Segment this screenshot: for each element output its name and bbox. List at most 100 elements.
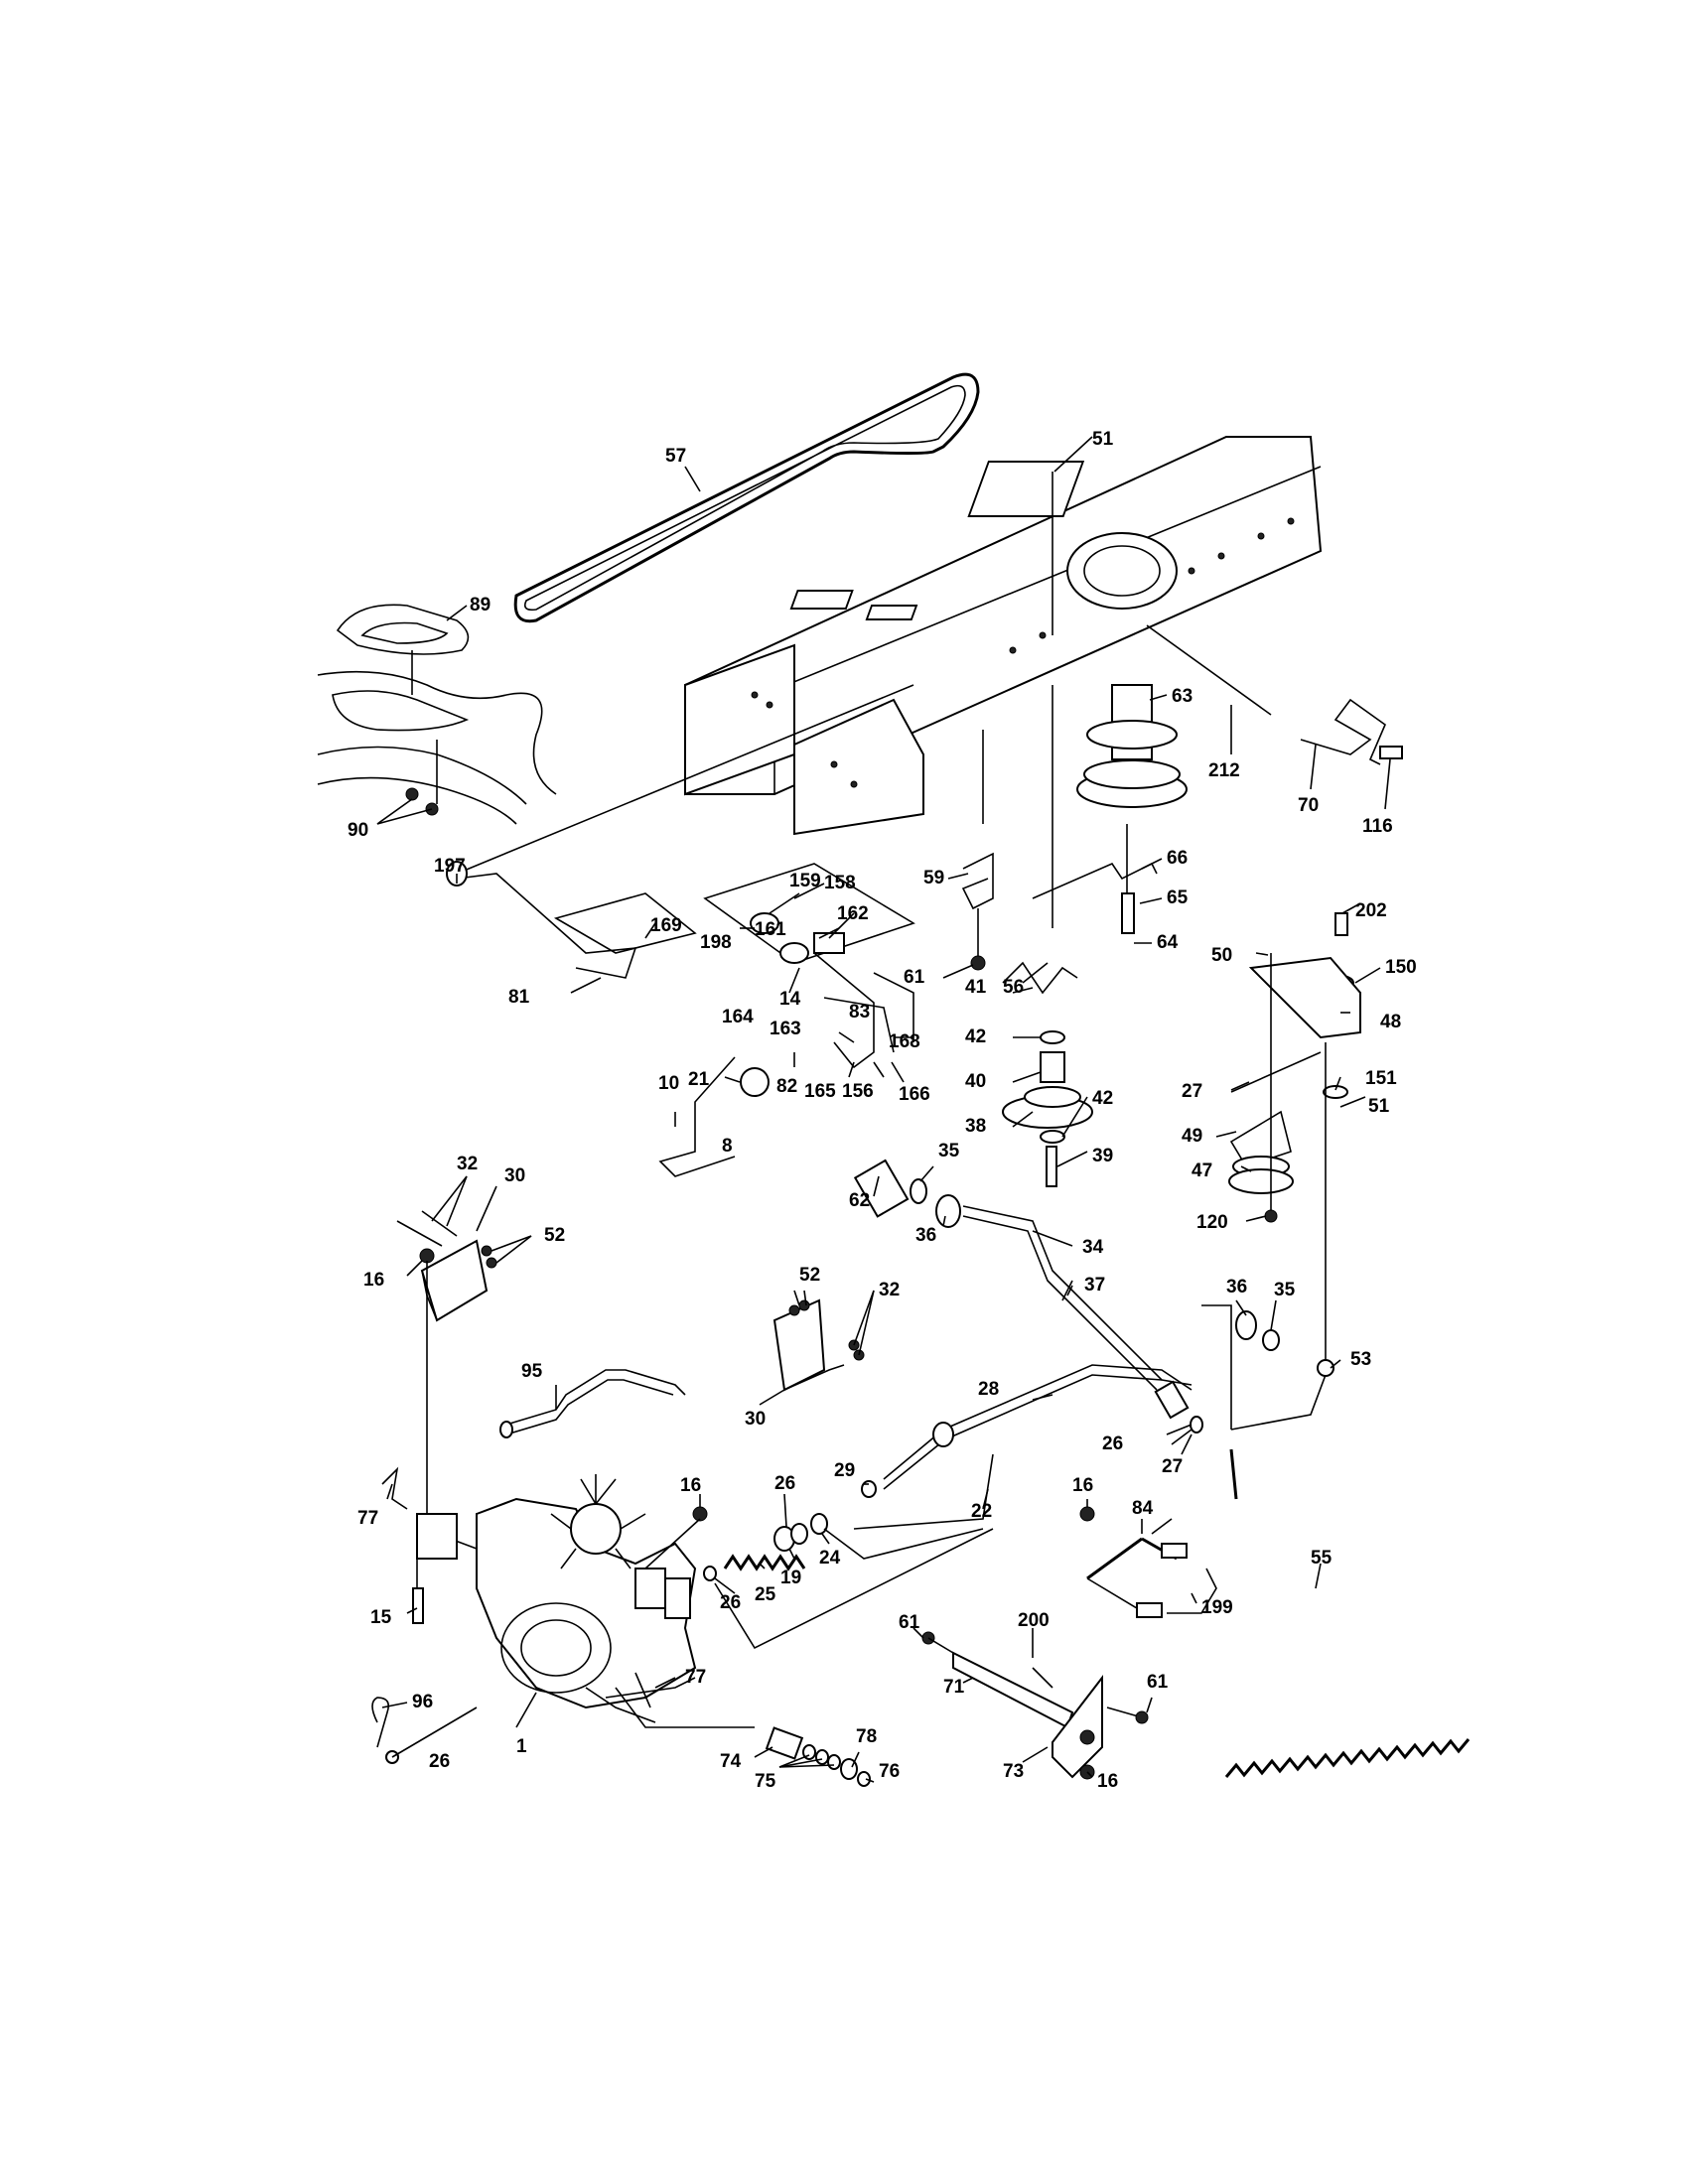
callout-34: 34: [1082, 1237, 1104, 1258]
callout-90: 90: [348, 820, 368, 841]
callout-66: 66: [1167, 848, 1188, 869]
callout-75: 75: [755, 1771, 776, 1792]
callout-32-right: 32: [879, 1280, 900, 1300]
rod-53: [1230, 1374, 1327, 1431]
callout-116: 116: [1362, 816, 1393, 837]
drive-belt: [513, 372, 980, 623]
callout-36-right: 36: [1226, 1277, 1247, 1297]
bracket-30-right: [772, 1298, 865, 1392]
bracket-30-left: [396, 1210, 497, 1519]
callout-120: 120: [1196, 1212, 1228, 1233]
callout-50: 50: [1211, 945, 1232, 966]
callout-89: 89: [470, 595, 491, 615]
fan: [550, 1474, 646, 1570]
rod-28: [883, 1364, 1193, 1480]
callout-65: 65: [1167, 887, 1189, 908]
callout-197: 197: [434, 856, 466, 877]
callout-42-top: 42: [965, 1026, 986, 1047]
callout-16-left: 16: [363, 1270, 384, 1291]
linkage-assembly: [703, 863, 915, 1069]
knob-21: [740, 1067, 770, 1097]
callout-164: 164: [722, 1007, 754, 1027]
callout-27-top: 27: [1182, 1081, 1202, 1102]
engine-pulley: [1076, 684, 1188, 934]
callout-21: 21: [688, 1069, 710, 1090]
callout-25: 25: [755, 1584, 776, 1605]
callout-159: 159: [789, 871, 821, 891]
callout-1: 1: [516, 1736, 527, 1757]
callout-26-spring: 26: [720, 1592, 741, 1613]
callout-30-left: 30: [504, 1165, 525, 1186]
callout-71: 71: [943, 1677, 965, 1698]
callout-59: 59: [923, 868, 944, 888]
callout-202: 202: [1355, 900, 1387, 921]
callout-29: 29: [834, 1460, 855, 1481]
callout-156: 156: [842, 1081, 874, 1102]
callout-39: 39: [1092, 1146, 1113, 1166]
main-frame: [684, 436, 1323, 836]
callout-61-mid: 61: [904, 967, 925, 988]
callout-166: 166: [899, 1084, 930, 1105]
callout-16-bottom: 16: [1097, 1771, 1118, 1792]
callout-48: 48: [1380, 1012, 1401, 1032]
callout-49: 49: [1182, 1126, 1202, 1147]
shaft-34: [853, 1159, 1193, 1391]
callout-199: 199: [1201, 1597, 1233, 1618]
washer-36-right: [1235, 1310, 1257, 1340]
callout-151: 151: [1365, 1068, 1397, 1089]
callout-74: 74: [720, 1751, 742, 1772]
callout-96: 96: [412, 1692, 433, 1712]
callout-161: 161: [755, 919, 786, 940]
callout-77-bottom: 77: [685, 1667, 706, 1688]
callout-53: 53: [1350, 1349, 1371, 1370]
callout-163: 163: [770, 1019, 801, 1039]
callout-63: 63: [1172, 686, 1193, 707]
callout-55: 55: [1311, 1548, 1333, 1569]
bushing-29: [861, 1480, 877, 1498]
callout-51-top: 51: [1092, 429, 1114, 450]
callout-37: 37: [1084, 1275, 1105, 1296]
spring-rod-70: [1300, 698, 1386, 765]
callout-51-right: 51: [1368, 1096, 1390, 1117]
callout-16-pedal: 16: [1072, 1475, 1093, 1496]
callout-168: 168: [889, 1031, 920, 1052]
callout-57: 57: [665, 446, 686, 467]
callout-198: 198: [700, 932, 732, 953]
callout-83: 83: [849, 1002, 870, 1023]
callout-42-bottom: 42: [1092, 1088, 1113, 1109]
callout-47: 47: [1192, 1160, 1212, 1181]
callout-labels: 57 51 89 90 63 212 70 116 59 66 65 64 61…: [348, 429, 1417, 1792]
transaxle: [416, 1474, 697, 1723]
callout-52-right: 52: [799, 1265, 820, 1286]
callout-52-left: 52: [544, 1225, 565, 1246]
callout-16-mid: 16: [680, 1475, 701, 1496]
rod-66: [1032, 862, 1158, 899]
callout-40: 40: [965, 1071, 986, 1092]
callout-38: 38: [965, 1116, 986, 1137]
callout-61-bottom-right: 61: [1147, 1672, 1169, 1693]
callout-26-mid: 26: [774, 1473, 795, 1494]
callout-169: 169: [650, 915, 682, 936]
callout-64: 64: [1157, 932, 1179, 953]
callout-200: 200: [1018, 1610, 1050, 1631]
callout-70: 70: [1298, 795, 1319, 816]
bolt-116: [1379, 746, 1403, 759]
bracket-71: [921, 1631, 1149, 1780]
callout-77-left: 77: [357, 1508, 378, 1529]
bracket-59: [961, 852, 994, 910]
idler-bracket-assembly: [1228, 912, 1361, 1360]
callout-15: 15: [370, 1607, 392, 1628]
callout-30-right: 30: [745, 1409, 766, 1430]
callout-10: 10: [658, 1073, 679, 1094]
callout-81: 81: [508, 987, 530, 1008]
callout-32-left: 32: [457, 1154, 478, 1174]
callout-62: 62: [849, 1190, 870, 1211]
callout-165: 165: [804, 1081, 836, 1102]
callout-212: 212: [1208, 760, 1240, 781]
callout-27-right: 27: [1162, 1456, 1183, 1477]
idler-stack: [1002, 961, 1093, 1187]
callout-56: 56: [1003, 977, 1024, 998]
callout-158: 158: [824, 873, 856, 893]
callout-24: 24: [819, 1548, 841, 1569]
